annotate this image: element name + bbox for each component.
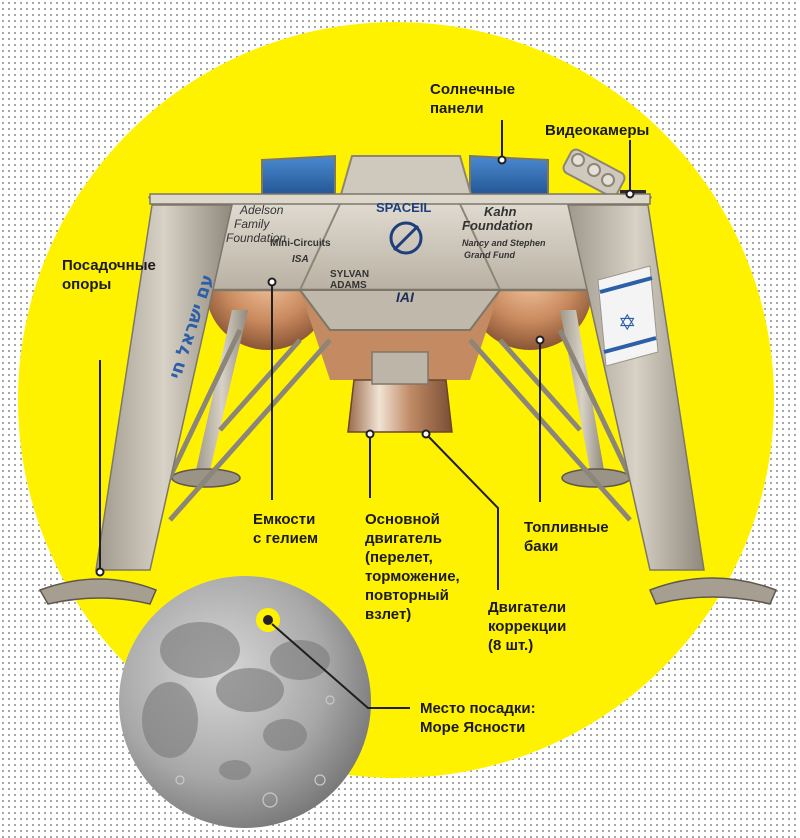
label-solar-panels: Солнечные панели — [430, 81, 516, 117]
label-landing-legs: Посадочные опоры — [62, 257, 156, 293]
lander: Adelson Family Foundation Mini-Circuits … — [38, 148, 777, 605]
marking-adams: ADAMS — [330, 280, 367, 291]
marking-minicircuits: Mini-Circuits — [270, 238, 331, 249]
marking-nancy-1: Nancy and Stephen — [462, 238, 546, 248]
deck-lower — [298, 289, 502, 331]
deck-seam-right — [459, 203, 501, 291]
deck-rim — [149, 193, 651, 205]
top-dome — [338, 155, 474, 199]
label-fuel-tanks: Топливные баки — [524, 519, 609, 555]
label-main-engine: Основной двигатель (перелет, торможение,… — [365, 511, 460, 623]
label-landing-site: Место посадки: Море Ясности — [420, 700, 536, 736]
deck-seam-left — [299, 203, 341, 291]
main-engine-nozzle — [347, 379, 453, 433]
leg-front-left — [95, 204, 233, 571]
svg-text:✡: ✡ — [618, 311, 636, 336]
marking-sylvan: SYLVAN — [330, 269, 369, 280]
leader-lines — [95, 120, 635, 709]
marking-iai: IAI — [396, 289, 415, 305]
marking-adelson-1: Adelson — [239, 203, 284, 217]
spaceil-logo-icon — [389, 221, 423, 255]
footpad-front-left — [38, 578, 157, 605]
label-video-cameras: Видеокамеры — [545, 122, 650, 139]
marking-kahn-1: Kahn — [484, 204, 517, 219]
footpad-front-right — [649, 577, 777, 605]
spaceil-logo-stroke — [392, 224, 420, 252]
moon — [119, 576, 371, 828]
leg-rear-left — [196, 310, 248, 470]
marking-adelson-3: Foundation — [226, 231, 286, 245]
label-helium-tanks: Емкости с гелием — [253, 511, 319, 547]
marking-spaceil: SPACEIL — [376, 200, 431, 215]
marking-nancy-2: Grand Fund — [464, 250, 515, 260]
marking-adelson-2: Family — [234, 217, 270, 231]
label-thrusters: Двигатели коррекции (8 шт.) — [488, 599, 567, 654]
marking-isa: ISA — [292, 254, 309, 265]
marking-kahn-2: Foundation — [462, 218, 533, 233]
main-engine-mount — [371, 351, 429, 385]
israel-flag: ✡ — [597, 265, 659, 367]
